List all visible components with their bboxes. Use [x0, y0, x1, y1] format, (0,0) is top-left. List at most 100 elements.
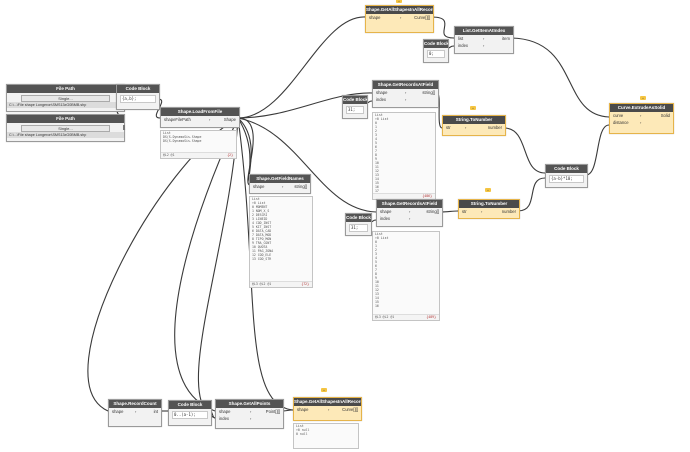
- preview-line: 5 KIT_INST: [252, 225, 272, 229]
- node-title: Shape.GetAllShapesInAllRecords: [294, 398, 361, 406]
- preview-line: 0: [375, 121, 377, 125]
- code-block-mid-3[interactable]: Code Block 31;: [345, 213, 372, 236]
- node-title: Shape.GetAllPoints: [216, 400, 283, 408]
- output-int[interactable]: int: [153, 409, 158, 414]
- output-number[interactable]: number: [487, 125, 502, 130]
- node-title: Code Block: [424, 40, 448, 48]
- output-points[interactable]: Point[][]: [265, 409, 280, 414]
- code-input[interactable]: {a,b};: [120, 95, 156, 103]
- code-block-main[interactable]: Code Block {a,b};: [116, 84, 160, 110]
- code-input[interactable]: {a-b}*10;: [549, 175, 584, 183]
- input-curve[interactable]: curve: [613, 113, 624, 118]
- get-field-names-node[interactable]: Shape.GetFieldNames shape › string[]: [249, 174, 311, 194]
- browse-button[interactable]: Single...: [21, 95, 110, 102]
- code-input[interactable]: 0..(a-1);: [172, 411, 208, 419]
- input-shapefilepath[interactable]: shapeFilePath: [164, 117, 191, 122]
- output-shape[interactable]: Shape: [223, 117, 236, 122]
- chevron-right-icon: ›: [405, 97, 407, 102]
- chevron-right-icon: ›: [328, 407, 330, 412]
- output-string-list[interactable]: string[]: [426, 209, 439, 214]
- preview-count: {72}: [301, 282, 309, 286]
- preview-line: 11: [375, 284, 379, 288]
- wire-str1-cb: [503, 127, 546, 174]
- preview-line: 3: [375, 133, 377, 137]
- preview-line: 1 NOM_X_S: [252, 209, 270, 213]
- preview-count: {489}: [426, 315, 436, 319]
- output-string-list[interactable]: string[]: [422, 90, 435, 95]
- input-index[interactable]: index: [380, 216, 391, 221]
- preview-line: 12: [375, 288, 379, 292]
- code-block-bottom[interactable]: Code Block 0..(a-1);: [168, 400, 212, 426]
- pin-badge-icon: +: [485, 188, 491, 192]
- get-records-preview-2: List ▾0 List 0 1 2 3 4 5 6 7 8 9 10 11 1…: [372, 231, 440, 321]
- preview-line: 14: [375, 296, 379, 300]
- list-get-item-node[interactable]: List.GetItemAtIndex list › item index ›: [454, 26, 514, 54]
- get-all-points-node[interactable]: Shape.GetAllPoints shape › Point[][] ind…: [215, 399, 284, 429]
- input-str[interactable]: str: [446, 125, 451, 130]
- preview-line: List: [375, 113, 383, 117]
- curve-extrude-node[interactable]: Curve.ExtrudeAsSolid curve › Solid dista…: [609, 103, 674, 134]
- preview-line: 17: [375, 189, 379, 193]
- code-input[interactable]: 31;: [346, 106, 364, 114]
- record-count-node[interactable]: Shape.RecordCount shape › int: [108, 399, 162, 427]
- output-port[interactable]: [123, 125, 125, 130]
- input-list[interactable]: list: [458, 36, 464, 41]
- preview-line: 13: [375, 292, 379, 296]
- input-index[interactable]: index: [219, 416, 230, 421]
- input-index[interactable]: index: [376, 97, 387, 102]
- code-block-mid-1[interactable]: Code Block 31;: [342, 95, 368, 119]
- output-solid[interactable]: Solid: [660, 113, 670, 118]
- wire-list-curve: [511, 37, 610, 118]
- get-all-shapes-bottom-node[interactable]: Shape.GetAllShapesInAllRecords shape › C…: [293, 397, 362, 421]
- input-shape[interactable]: shape: [297, 407, 309, 412]
- chevron-right-icon: ›: [405, 90, 407, 95]
- file-path-node-2[interactable]: File Path Single... C:\...\File shape Lo…: [6, 114, 125, 142]
- input-shape[interactable]: shape: [376, 90, 388, 95]
- chevron-right-icon: ›: [640, 113, 642, 118]
- browse-button[interactable]: Single...: [21, 125, 110, 132]
- input-distance[interactable]: distance: [613, 120, 629, 125]
- get-records-node-2[interactable]: Shape.GetRecordsAtField shape › string[]…: [376, 199, 443, 227]
- input-str[interactable]: str: [462, 209, 467, 214]
- file-path-node-1[interactable]: File Path Single... C:\...\File shape Lo…: [6, 84, 125, 112]
- output-item[interactable]: item: [502, 36, 510, 41]
- code-block-mid-2[interactable]: Code Block {a-b}*10;: [545, 164, 588, 188]
- get-records-node-1[interactable]: Shape.GetRecordsAtField shape › string[]…: [372, 80, 439, 108]
- pin-badge-icon: +: [321, 388, 327, 392]
- code-input[interactable]: 0;: [427, 50, 445, 58]
- node-title: Curve.ExtrudeAsSolid: [610, 104, 673, 112]
- output-number[interactable]: number: [501, 209, 516, 214]
- output-curves[interactable]: Curve[][]: [414, 15, 430, 20]
- chevron-right-icon: ›: [250, 409, 252, 414]
- get-records-preview-1: List ▾0 List 0 1 2 3 4 5 6 7 8 9 10 11 1…: [372, 112, 436, 200]
- preview-line: 16: [375, 304, 379, 308]
- preview-line: List: [163, 131, 171, 135]
- preview-line: 3 LINEID: [252, 217, 268, 221]
- node-title: Shape.GetAllShapesInAllRecords: [366, 6, 433, 14]
- preview-line: 8: [375, 153, 377, 157]
- load-from-file-node[interactable]: Shape.LoadFromFile shapeFilePath › Shape: [160, 107, 240, 128]
- preview-line: 0 null: [296, 432, 308, 436]
- input-shape[interactable]: shape: [219, 409, 231, 414]
- node-title: Shape.GetRecordsAtField: [373, 81, 438, 89]
- load-from-file-preview: List DS(S.DynamoSis.Shape DS(S.DynamoSis…: [160, 130, 237, 159]
- string-to-number-node-2[interactable]: String.ToNumber str › number: [458, 199, 520, 219]
- chevron-right-icon: ›: [135, 409, 137, 414]
- string-to-number-node-1[interactable]: String.ToNumber str › number: [442, 115, 506, 136]
- get-all-shapes-top-node[interactable]: Shape.GetAllShapesInAllRecords shape › C…: [365, 5, 434, 33]
- code-input[interactable]: 31;: [349, 224, 368, 232]
- chevron-right-icon: ›: [409, 216, 411, 221]
- input-shape[interactable]: shape: [380, 209, 392, 214]
- node-title: Code Block: [546, 165, 587, 173]
- input-index[interactable]: index: [458, 43, 469, 48]
- node-title: File Path: [7, 85, 124, 93]
- input-shape[interactable]: shape: [369, 15, 381, 20]
- get-all-shapes-bottom-preview: List ▾0 null 0 null: [293, 423, 359, 449]
- code-block-top[interactable]: Code Block 0;: [423, 39, 449, 63]
- wire-rec2-str: [440, 210, 459, 213]
- output-curves[interactable]: Curve[][]: [342, 407, 358, 412]
- input-shape[interactable]: shape: [112, 409, 124, 414]
- input-shape[interactable]: shape: [253, 184, 265, 189]
- preview-line: 7: [375, 149, 377, 153]
- output-string-list[interactable]: string[]: [294, 184, 307, 189]
